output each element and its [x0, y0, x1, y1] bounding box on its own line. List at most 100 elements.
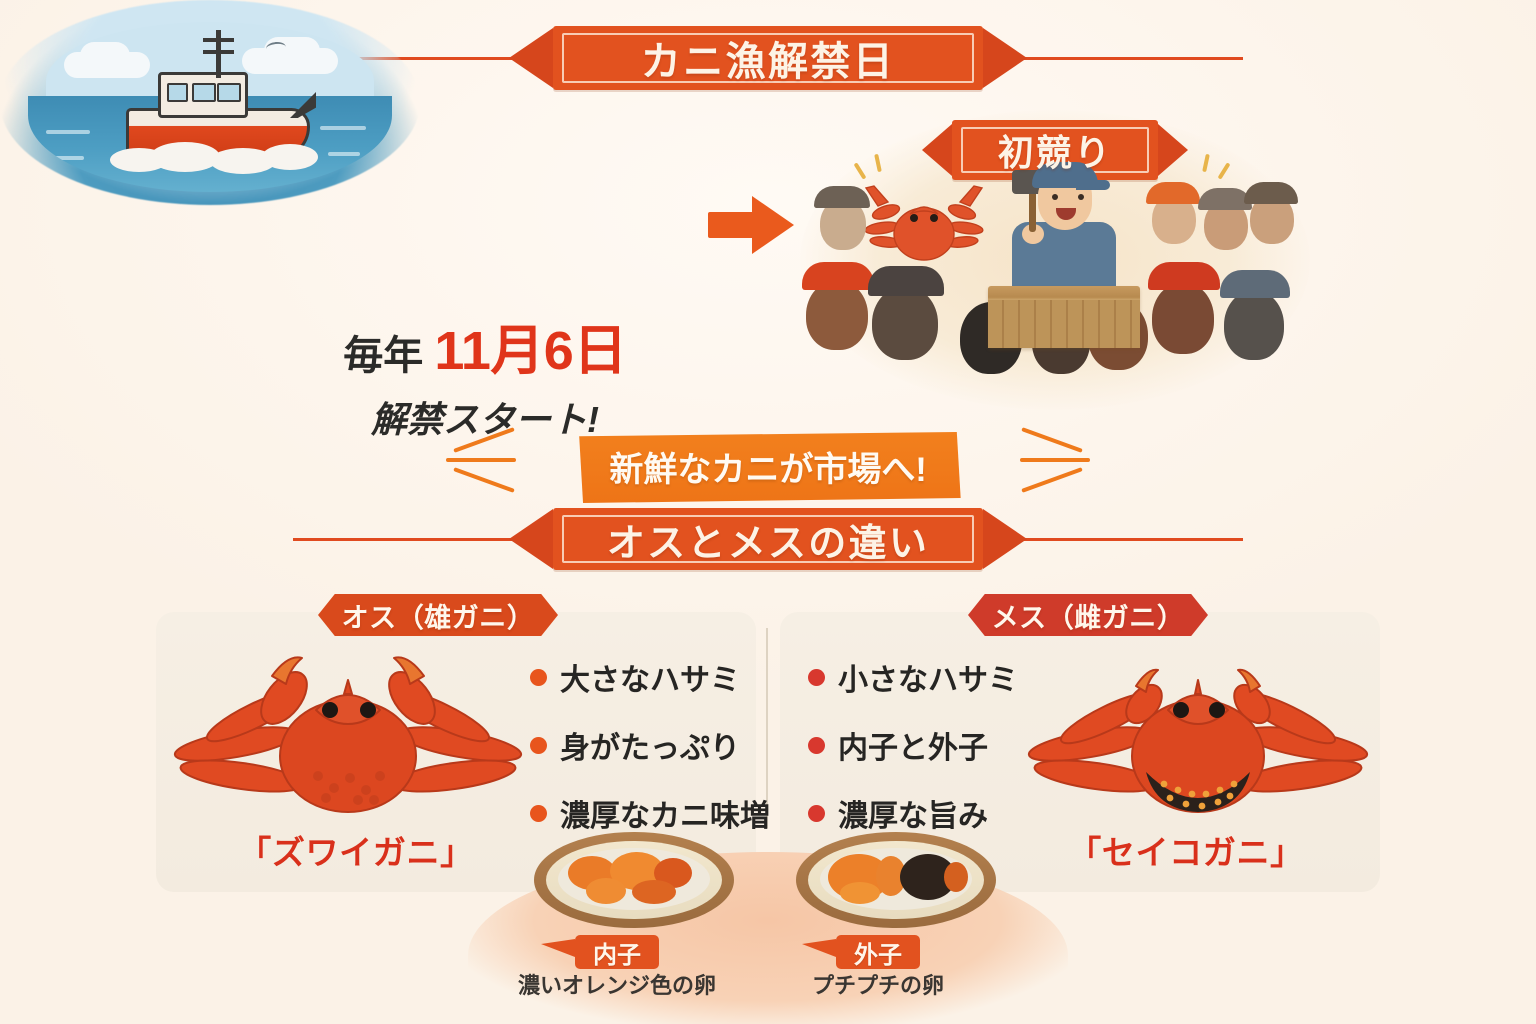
mouth — [1056, 208, 1076, 220]
cabin-window — [192, 83, 216, 102]
list-item-label: 濃厚な旨み — [838, 800, 988, 833]
section2-title: オスとメスの違い — [606, 522, 930, 565]
cabin-window — [167, 83, 188, 102]
display-crab-icon — [864, 185, 984, 261]
list-item-label: 大さなハサミ — [560, 664, 740, 697]
foam-blob — [150, 142, 220, 172]
female-tag: メス（雌ガニ） — [968, 594, 1208, 636]
foam-blob — [262, 144, 318, 170]
sparkle-icon — [1020, 458, 1090, 462]
title-rule-right — [983, 56, 1243, 60]
roe-cluster-orange — [840, 882, 880, 904]
list-item-label: 小さなハサミ — [838, 664, 1018, 697]
crowd-person — [806, 280, 868, 350]
arrow-shaft — [708, 212, 756, 238]
auctioneer-hand — [1022, 224, 1044, 244]
cabin-window — [217, 83, 241, 102]
label-pointer — [541, 939, 575, 957]
male-tag: オス（雄ガニ） — [318, 594, 558, 636]
crowd-cap — [814, 186, 870, 208]
first-auction-ribbon: 初競り — [922, 120, 1188, 180]
ribbon-tail-right — [983, 28, 1027, 88]
sotoko-label: 外子 — [802, 935, 920, 969]
mast-spar — [203, 38, 234, 42]
crowd-person — [1152, 282, 1214, 354]
female-crab-name: 「セイコガニ」 — [1068, 834, 1304, 871]
crowd-cap — [868, 266, 944, 296]
list-item-label: 濃厚なカニ味増 — [560, 800, 770, 833]
sotoko-caption: プチプチの卵 — [811, 973, 944, 998]
male-feature-list: 大さなハサミ 身がたっぷり 濃厚なカニ味増 — [530, 655, 770, 859]
roe-lobe — [632, 880, 676, 904]
ribbon-tail-right — [1158, 124, 1188, 176]
crowd-cap — [1148, 262, 1220, 290]
uchiko-label: 内子 — [541, 935, 659, 969]
gavel-handle — [1029, 188, 1036, 232]
first-auction-label: 初競り — [997, 132, 1113, 173]
bird-icon — [265, 40, 287, 56]
eye — [1052, 194, 1058, 200]
highlight-banner-wrap: 新鮮なカニが市場へ! — [0, 427, 1536, 503]
title-ribbon: カニ漁解禁日 — [509, 26, 1027, 90]
arrow-right-icon — [708, 196, 794, 254]
list-item: 大さなハサミ — [530, 655, 770, 699]
list-item: 身がたっぷり — [530, 723, 770, 767]
wave — [54, 156, 84, 160]
bullet-dot-icon — [808, 668, 825, 686]
eye — [1078, 194, 1084, 200]
crowd-person — [1224, 290, 1284, 360]
male-crab-illustration — [173, 656, 523, 813]
sparkle-icon — [446, 458, 516, 462]
bullet-dot-icon — [530, 736, 547, 754]
sotoko-shell-illustration — [796, 832, 996, 928]
crab-auction-illustration: 初競り — [800, 110, 1310, 410]
fishing-boat-illustration — [0, 0, 420, 205]
shell-cavity — [558, 848, 710, 910]
list-item: 小さなハサミ — [808, 655, 1018, 699]
crowd-cap — [802, 262, 874, 290]
title-rule-left — [293, 56, 553, 60]
female-feature-list: 小さなハサミ 内子と外子 濃厚な旨み — [808, 655, 1018, 859]
sparkle-icon — [1021, 467, 1083, 493]
list-item: 濃厚な旨み — [808, 791, 1018, 835]
section2-banner: オスとメスの違い — [0, 508, 1536, 570]
bullet-dot-icon — [530, 804, 547, 822]
sparkle-icon — [1021, 427, 1083, 453]
list-item: 内子と外子 — [808, 723, 1018, 767]
season-date-line: 毎年 11月6日 — [330, 306, 640, 385]
date-main: 11月6日 — [434, 321, 627, 381]
ribbon-tail-left — [509, 509, 553, 569]
desk-slats — [988, 300, 1140, 348]
uchiko-caption: 濃いオレンジ色の卵 — [517, 973, 716, 998]
female-crab-illustration — [1027, 668, 1369, 813]
bullet-dot-icon — [808, 736, 825, 754]
section2-ribbon: オスとメスの違い — [509, 508, 1027, 570]
season-date-block: 毎年 11月6日 解禁スタート! — [330, 306, 640, 443]
highlight-banner: 新鮮なカニが市場へ! — [579, 432, 961, 503]
crowd-cap — [1198, 188, 1252, 210]
list-item-label: 内子と外子 — [838, 732, 988, 765]
list-item: 濃厚なカニ味増 — [530, 791, 770, 835]
roe-lobe — [586, 878, 626, 904]
bullet-dot-icon — [808, 804, 825, 822]
uchiko-label-text: 内子 — [593, 941, 641, 969]
boat-cabin — [158, 72, 248, 118]
panel-divider — [766, 628, 768, 828]
sparkle-icon — [453, 467, 515, 493]
ribbon-tail-right — [983, 509, 1027, 569]
sparkle-icon — [453, 427, 515, 453]
crowd-cap — [1146, 182, 1200, 204]
wave — [46, 130, 90, 134]
list-item-label: 身がたっぷり — [560, 732, 740, 765]
shell-cavity — [820, 848, 972, 910]
crowd-cap — [1244, 182, 1298, 204]
crowd-person — [872, 286, 938, 360]
boat-mast — [216, 30, 221, 78]
bullet-dot-icon — [530, 668, 547, 686]
crowd-cap — [1220, 270, 1290, 298]
ribbon-tail-left — [509, 28, 553, 88]
auction-desk — [988, 286, 1140, 348]
wave — [328, 152, 360, 156]
mast-spar — [203, 50, 234, 54]
